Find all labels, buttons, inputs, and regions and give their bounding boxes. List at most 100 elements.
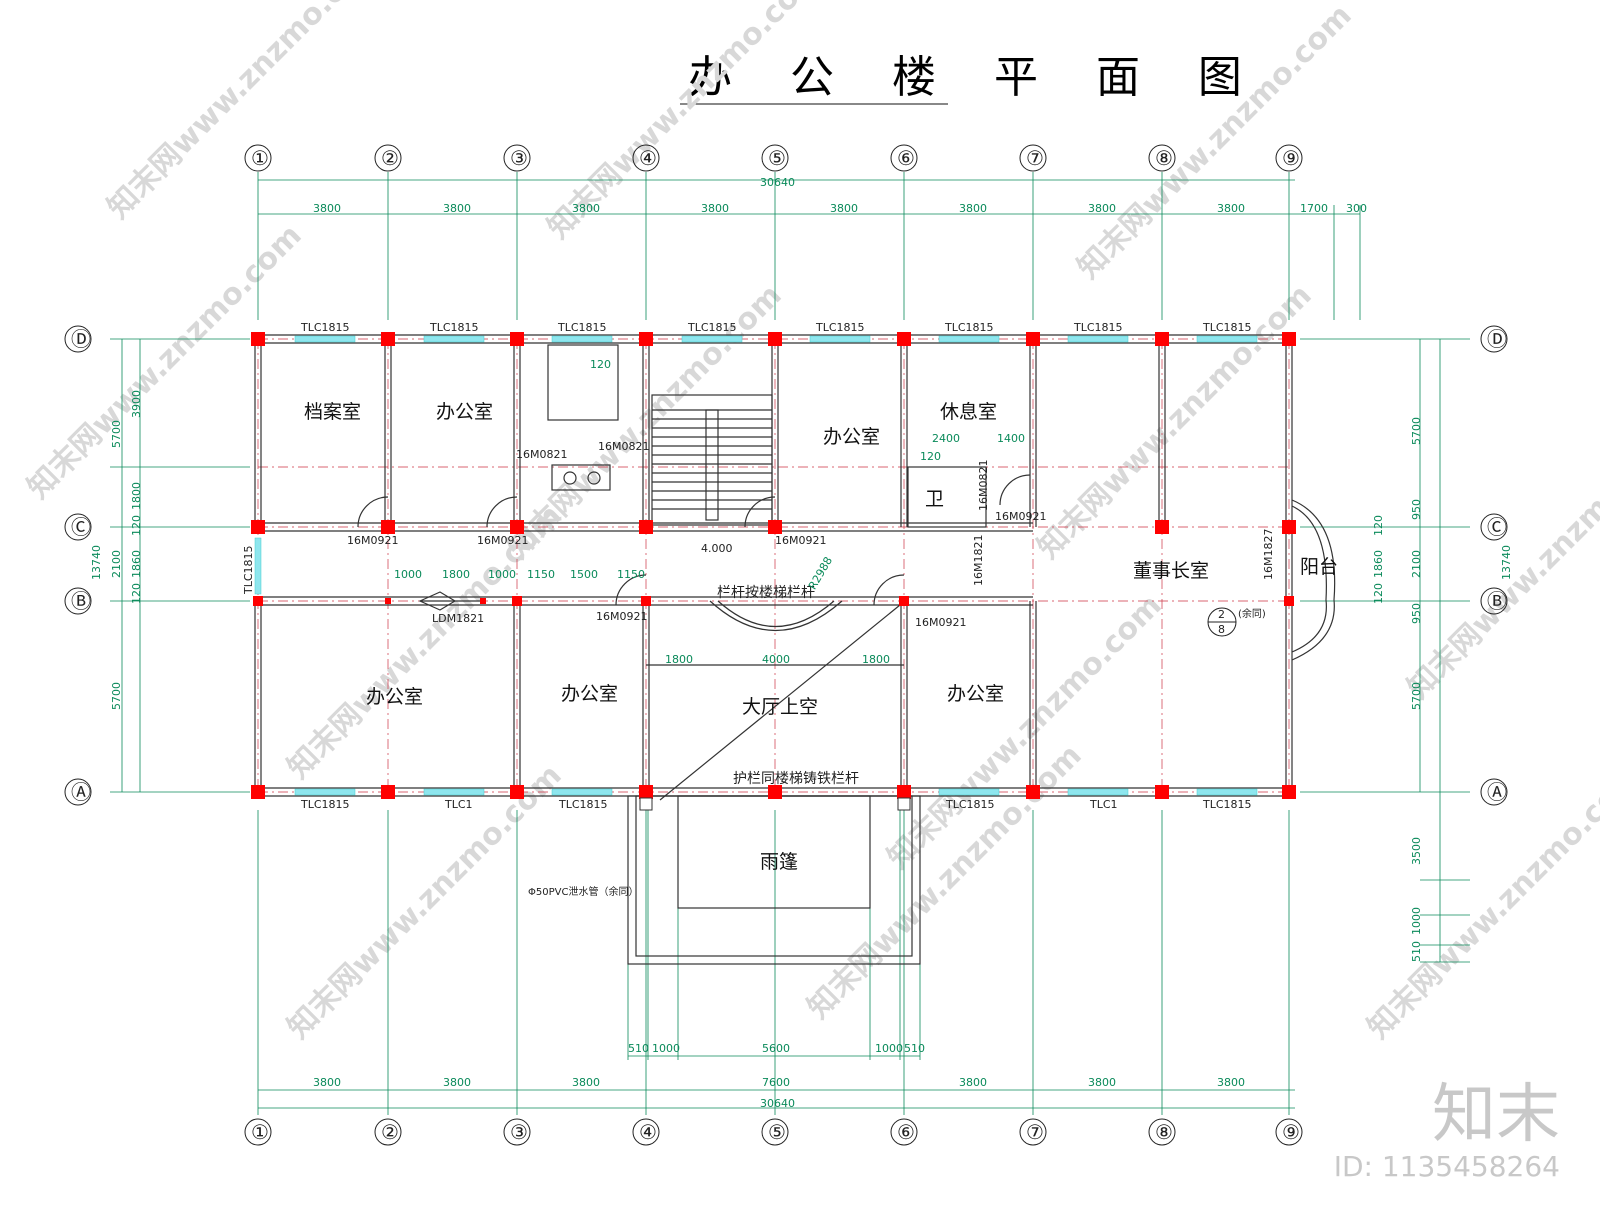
dim-bay-top: 3800 <box>443 202 471 215</box>
dim-bay-bottom: 3800 <box>443 1076 471 1089</box>
window <box>1067 335 1129 343</box>
column <box>641 596 651 606</box>
dim-canopy: 510 <box>628 1042 649 1055</box>
axis-right-C: Ⓒ <box>1487 515 1507 539</box>
columns <box>251 332 1296 811</box>
axis-bottom-2-circle <box>374 1118 402 1146</box>
dim-canopy: 1000 <box>652 1042 680 1055</box>
washbasin-counter <box>551 464 611 491</box>
axis-top-2: ② <box>381 146 399 170</box>
room-office-2: 办公室 <box>823 426 880 448</box>
door-label-wc-3: 16M0821 <box>977 460 990 511</box>
axis-right-B-circle <box>1480 587 1508 615</box>
axis-top-7: ⑦ <box>1026 146 1044 170</box>
axis-left-D: Ⓓ <box>71 327 91 351</box>
door-label-6: 16M0921 <box>915 616 966 629</box>
window <box>681 335 743 343</box>
dim-corridor: 1000 <box>394 568 422 581</box>
wc-outline <box>907 466 987 528</box>
column <box>1155 520 1169 534</box>
axis-top-6: ⑥ <box>897 146 915 170</box>
axis-bottom-7: ⑦ <box>1026 1120 1044 1144</box>
dim-right: 950 <box>1410 603 1423 624</box>
column <box>1026 332 1040 346</box>
axis-top-4: ④ <box>639 146 657 170</box>
axis-left-B-circle <box>64 587 92 615</box>
column <box>480 598 486 604</box>
dim-bay-bottom: 3800 <box>959 1076 987 1089</box>
door-swing <box>486 496 518 528</box>
dim-right: 5700 <box>1410 417 1423 445</box>
axis-top-7-circle <box>1019 144 1047 172</box>
watermark-text: 知末网www.znzmo.com <box>21 218 309 506</box>
axis-bottom-6: ⑥ <box>897 1120 915 1144</box>
window-label: TLC1815 <box>557 321 607 334</box>
dim-right: 510 <box>1410 941 1423 962</box>
column <box>512 596 522 606</box>
axis-left-C: Ⓒ <box>71 515 91 539</box>
column <box>510 520 524 534</box>
window <box>423 335 485 343</box>
column <box>1026 785 1040 799</box>
dim-corridor: 1000 <box>488 568 516 581</box>
room-office-1: 办公室 <box>436 401 493 423</box>
label-ldm: LDM1821 <box>432 612 484 625</box>
dim-hall: 4000 <box>762 653 790 666</box>
column <box>639 332 653 346</box>
dim-right-inner: 120 <box>1372 583 1385 604</box>
door-swing <box>999 474 1031 506</box>
watermark-text: 知末网www.znzmo.com <box>101 0 389 226</box>
column <box>768 520 782 534</box>
window <box>551 788 613 796</box>
window-label: TLC1815 <box>242 545 255 595</box>
window <box>809 335 871 343</box>
column <box>639 520 653 534</box>
axis-bottom-6-circle <box>890 1118 918 1146</box>
window-label: TLC1815 <box>815 321 865 334</box>
label-rail-stair: 栏杆按楼梯栏杆 <box>717 585 815 601</box>
column <box>510 332 524 346</box>
window-label: TLC1 <box>1089 798 1118 811</box>
room-hall: 大厅上空 <box>742 696 818 718</box>
column <box>381 785 395 799</box>
leader-line <box>659 604 901 801</box>
window-label: TLC1815 <box>944 321 994 334</box>
axis-top-9-circle <box>1275 144 1303 172</box>
window <box>938 788 1000 796</box>
door-label-wc-2: 16M0821 <box>598 440 649 453</box>
dim-left-total: 13740 <box>90 545 103 580</box>
dim-left-inner: 1800 <box>130 482 143 510</box>
dim-bay-bottom: 3800 <box>313 1076 341 1089</box>
column <box>251 785 265 799</box>
room-office-3: 办公室 <box>366 686 423 708</box>
dim-bottom-center: 7600 <box>762 1076 790 1089</box>
axis-top-5-circle <box>761 144 789 172</box>
column <box>381 332 395 346</box>
dim-canopy: 5600 <box>762 1042 790 1055</box>
column <box>897 332 911 346</box>
dim-extra-right: 300 <box>1346 202 1367 215</box>
window-label: TLC1815 <box>300 321 350 334</box>
dim-rest: 1400 <box>997 432 1025 445</box>
door-swing <box>357 496 389 528</box>
window-label: TLC1815 <box>300 798 350 811</box>
dim-bay-top: 3800 <box>1088 202 1116 215</box>
hall-arc-inner <box>717 600 835 628</box>
balcony-outline <box>1291 499 1336 661</box>
window-label: TLC1815 <box>1073 321 1123 334</box>
dim-bay-bottom: 3800 <box>1217 1076 1245 1089</box>
axis-bottom-4: ④ <box>639 1120 657 1144</box>
window <box>294 335 356 343</box>
label-elevation: 4.000 <box>701 542 733 555</box>
column <box>253 596 263 606</box>
toilet-stalls <box>547 344 619 421</box>
door-label-wc-4: 16M1821 <box>972 535 985 586</box>
column <box>899 596 909 606</box>
window-label: TLC1815 <box>687 321 737 334</box>
column <box>1155 785 1169 799</box>
label-rail-hall: 护栏同楼梯铸铁栏杆 <box>733 771 859 787</box>
